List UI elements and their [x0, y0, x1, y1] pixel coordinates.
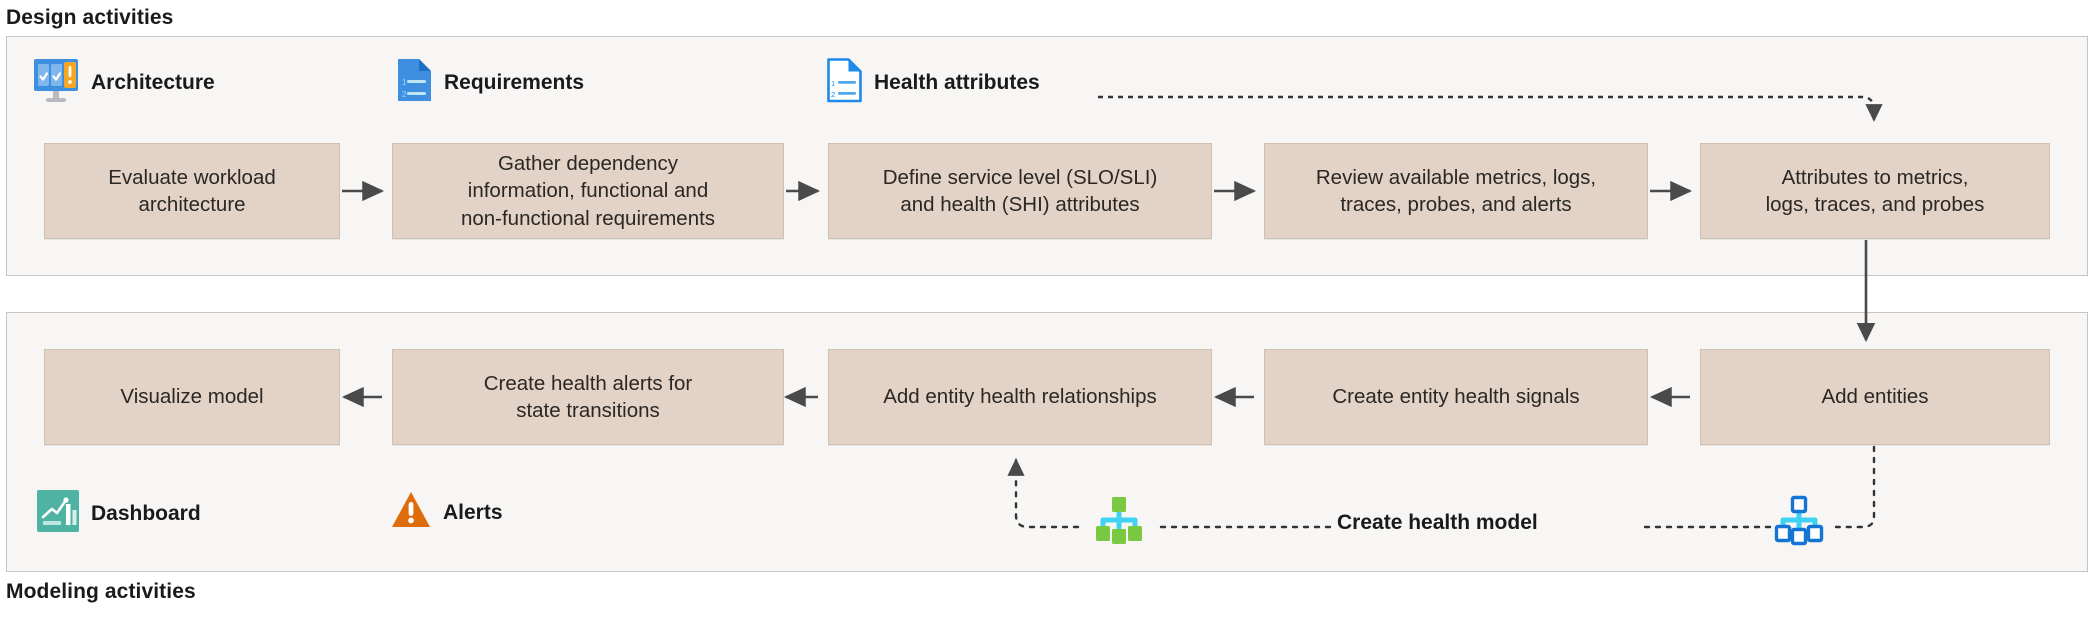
- svg-text:2: 2: [831, 90, 835, 99]
- node-line: Gather dependency: [497, 152, 679, 176]
- node-line: architecture: [138, 193, 246, 216]
- legend-requirements-label: Requirements: [444, 70, 585, 94]
- node-gather-dependency-information[interactable]: Gather dependency information, functiona…: [392, 143, 784, 239]
- node-line: information, functional and: [467, 179, 709, 203]
- node-create-health-alerts[interactable]: Create health alerts for state transitio…: [392, 349, 784, 445]
- node-line: non-functional requirements: [460, 206, 716, 230]
- legend-alerts-label: Alerts: [443, 500, 503, 524]
- node-line: Attributes to metrics,: [1781, 165, 1969, 189]
- node-line: Add entity health relationships: [883, 385, 1157, 409]
- node-review-available-telemetry[interactable]: Review available metrics, logs, traces, …: [1264, 143, 1648, 239]
- dashboard-chart-icon: [36, 489, 80, 538]
- node-add-entities[interactable]: Add entities: [1700, 349, 2050, 445]
- node-line: state transitions: [516, 399, 660, 422]
- node-define-service-level-attributes[interactable]: Define service level (SLO/SLI) and healt…: [828, 143, 1212, 239]
- node-line: logs, traces, and probes: [1765, 193, 1985, 216]
- legend-alerts: Alerts: [390, 489, 503, 536]
- svg-text:1: 1: [402, 78, 407, 87]
- node-create-entity-health-signals[interactable]: Create entity health signals: [1264, 349, 1648, 445]
- legend-dashboard: Dashboard: [36, 489, 201, 538]
- node-line: Add entities: [1821, 385, 1929, 409]
- legend-architecture: Architecture: [32, 57, 215, 108]
- legend-dashboard-label: Dashboard: [91, 501, 201, 525]
- node-visualize-model[interactable]: Visualize model: [44, 349, 340, 445]
- node-line: Create health alerts for: [483, 371, 693, 395]
- requirements-document-icon: 1 2: [396, 57, 433, 108]
- svg-text:2: 2: [402, 90, 407, 99]
- node-line: traces, probes, and alerts: [1340, 193, 1572, 216]
- health-model-tree-green: [1093, 495, 1145, 552]
- create-health-model-label: Create health model: [1337, 511, 1538, 534]
- legend-health-attributes-label: Health attributes: [874, 70, 1040, 94]
- architecture-monitor-icon: [32, 57, 80, 108]
- node-line: and health (SHI) attributes: [900, 193, 1140, 216]
- node-evaluate-workload-architecture[interactable]: Evaluate workload architecture: [44, 143, 340, 239]
- legend-architecture-label: Architecture: [91, 70, 215, 94]
- page-title-design-activities: Design activities: [6, 6, 174, 29]
- node-line: Review available metrics, logs,: [1315, 165, 1597, 189]
- node-line: Evaluate workload: [108, 165, 276, 189]
- node-line: Visualize model: [120, 385, 264, 409]
- node-line: Define service level (SLO/SLI): [882, 165, 1158, 189]
- node-add-entity-health-relationships[interactable]: Add entity health relationships: [828, 349, 1212, 445]
- svg-text:1: 1: [831, 79, 835, 88]
- node-line: Create entity health signals: [1332, 385, 1580, 409]
- legend-health-attributes: 1 2 Health attributes: [826, 57, 1040, 108]
- node-attributes-to-telemetry[interactable]: Attributes to metrics, logs, traces, and…: [1700, 143, 2050, 239]
- alerts-warning-icon: [390, 489, 432, 536]
- health-model-tree-blue: [1773, 495, 1825, 552]
- health-model-tree-blue-icon: [1773, 495, 1825, 552]
- health-model-tree-green-icon: [1093, 495, 1145, 552]
- page-title-modeling-activities: Modeling activities: [6, 580, 196, 603]
- legend-requirements: 1 2 Requirements: [396, 57, 584, 108]
- health-attributes-document-icon: 1 2: [826, 57, 863, 108]
